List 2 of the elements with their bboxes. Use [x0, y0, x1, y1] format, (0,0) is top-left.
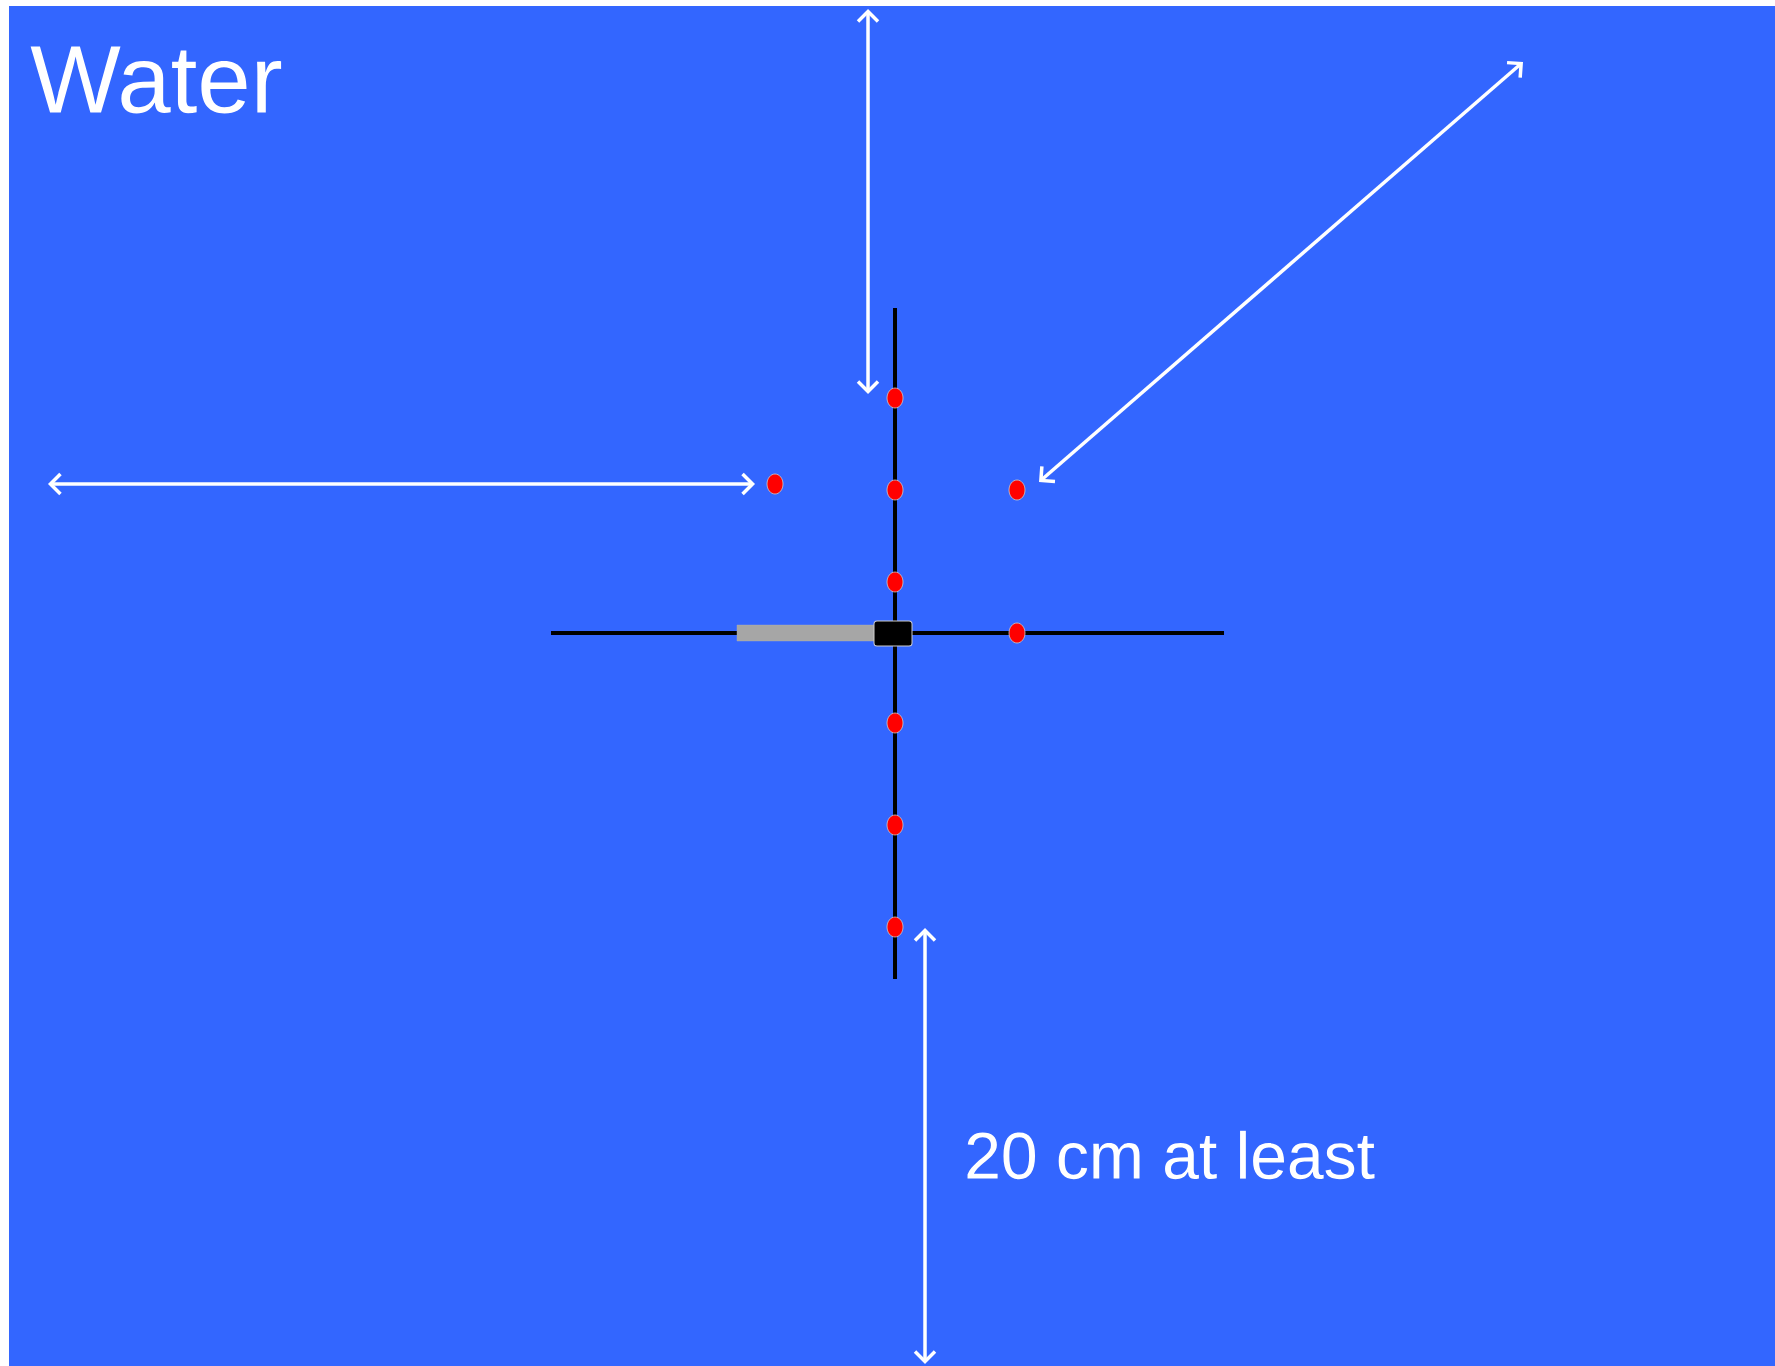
dimension-label: 20 cm at least — [967, 1130, 1375, 1180]
region-label: Water — [30, 46, 282, 114]
